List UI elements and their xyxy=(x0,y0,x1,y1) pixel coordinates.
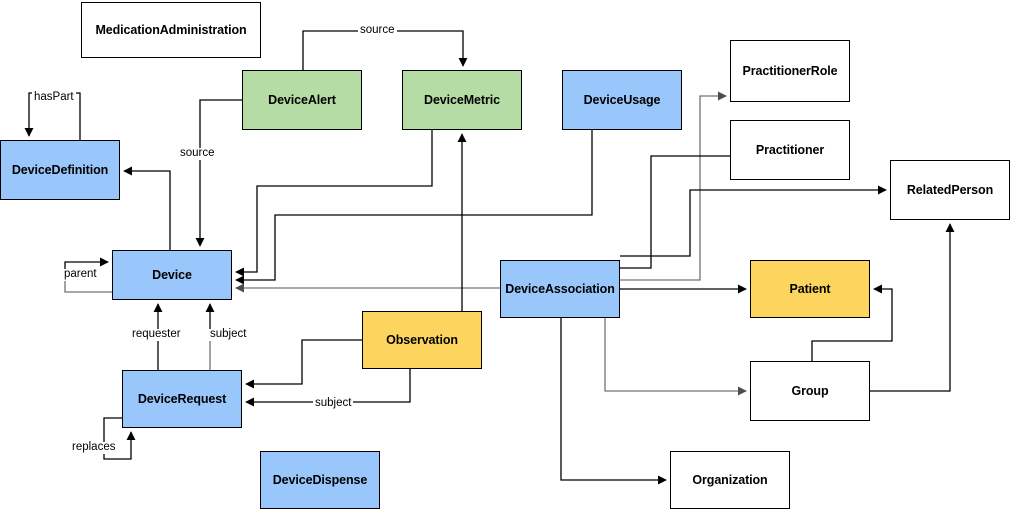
node-device-metric[interactable]: DeviceMetric xyxy=(402,70,522,130)
edge-association-to-group xyxy=(604,318,747,396)
edge-device-parent-self-tail xyxy=(64,278,112,293)
node-group[interactable]: Group xyxy=(750,361,870,421)
edge-label-source-alert-device: source xyxy=(178,147,217,160)
edge-observation-to-request-subject xyxy=(245,369,411,407)
node-device-association[interactable]: DeviceAssociation xyxy=(500,260,620,318)
node-observation[interactable]: Observation xyxy=(362,311,482,369)
node-organization[interactable]: Organization xyxy=(670,451,790,509)
edge-group-to-relatedperson xyxy=(870,223,955,392)
edge-request-replaces-self xyxy=(103,417,136,460)
node-device-definition[interactable]: DeviceDefinition xyxy=(0,140,120,200)
node-medication-administration[interactable]: MedicationAdministration xyxy=(81,2,261,58)
node-practitioner-role[interactable]: PractitionerRole xyxy=(730,40,850,102)
edge-label-parent: parent xyxy=(62,268,99,281)
edge-association-to-relatedperson xyxy=(620,185,887,257)
edge-alert-to-device-source xyxy=(195,99,242,247)
node-device-usage[interactable]: DeviceUsage xyxy=(562,70,682,130)
node-practitioner[interactable]: Practitioner xyxy=(730,120,850,180)
node-patient[interactable]: Patient xyxy=(750,260,870,318)
edge-association-to-practitionerrole xyxy=(620,91,727,281)
node-device-alert[interactable]: DeviceAlert xyxy=(242,70,362,130)
edge-group-to-patient xyxy=(811,284,893,361)
edge-association-to-organization xyxy=(560,318,667,485)
node-device-dispense[interactable]: DeviceDispense xyxy=(260,451,380,509)
edge-observation-to-request xyxy=(245,339,362,389)
edge-usage-to-device xyxy=(235,130,593,285)
edge-label-requester: requester xyxy=(130,328,183,341)
node-device[interactable]: Device xyxy=(112,250,232,300)
edge-association-to-practitioner xyxy=(620,155,730,269)
edge-label-subject-request: subject xyxy=(313,397,354,410)
edge-label-replaces: replaces xyxy=(70,441,118,454)
edge-alert-to-metric-source xyxy=(302,30,468,70)
node-device-request[interactable]: DeviceRequest xyxy=(122,370,242,428)
node-related-person[interactable]: RelatedPerson xyxy=(890,160,1010,220)
edge-label-subject-device: subject xyxy=(208,328,249,341)
edge-metric-to-device xyxy=(235,130,433,277)
edge-device-to-definition xyxy=(123,166,171,250)
edge-label-haspart: hasPart xyxy=(32,91,76,104)
edge-label-source-alert-metric: source xyxy=(358,24,397,37)
